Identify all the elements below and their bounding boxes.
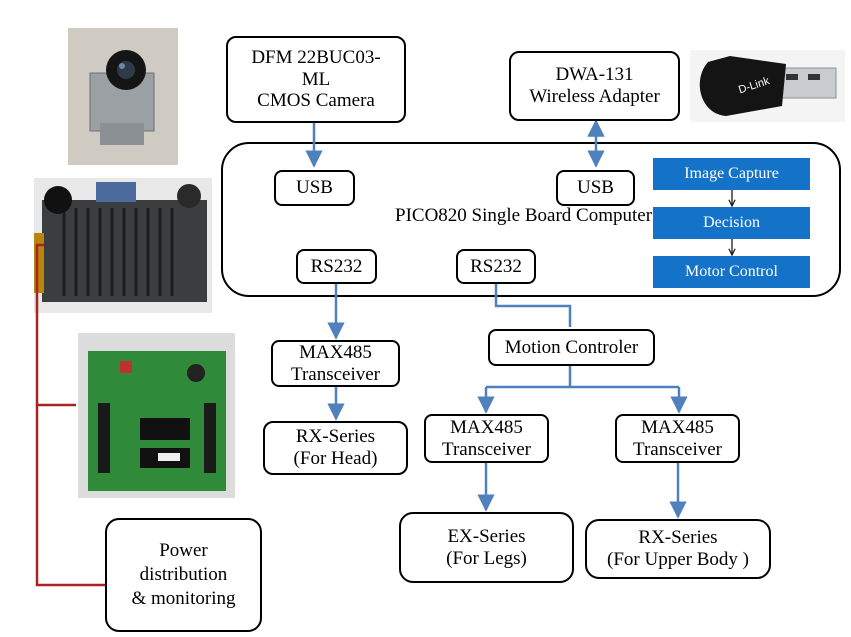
camera-box: DFM 22BUC03- ML CMOS Camera xyxy=(226,36,406,123)
rx-upper-body-box: RX-Series (For Upper Body ) xyxy=(585,519,771,579)
camera-photo xyxy=(68,28,178,165)
dongle-picture: D-Link xyxy=(690,50,845,122)
power-box: Power distribution & monitoring xyxy=(105,518,262,632)
sbc-board-label: PICO820 Single Board Computer xyxy=(395,205,653,226)
decision-block: Decision xyxy=(653,207,810,239)
ex-legs-box: EX-Series (For Legs) xyxy=(399,512,574,583)
rx-head-box: RX-Series (For Head) xyxy=(263,421,408,475)
sbc-photo xyxy=(34,178,212,313)
wifi-adapter-box: DWA-131 Wireless Adapter xyxy=(509,51,680,121)
power-trunk-line xyxy=(35,243,105,587)
motion-controller-box: Motion Controler xyxy=(488,329,655,366)
usb-right-box: USB xyxy=(556,170,635,206)
sbc-picture xyxy=(34,178,212,313)
image-capture-block: Image Capture xyxy=(653,158,810,190)
pcb-picture xyxy=(78,333,235,498)
motion-board-photo xyxy=(78,333,235,498)
motor-control-block: Motor Control xyxy=(653,256,810,288)
rs232-to-motion-line xyxy=(494,284,572,327)
rs232-left-box: RS232 xyxy=(296,249,377,284)
camera-picture xyxy=(68,28,178,165)
wifi-photo: D-Link xyxy=(690,50,845,122)
max485-legs-box: MAX485 Transceiver xyxy=(424,414,549,463)
max485-head-box: MAX485 Transceiver xyxy=(271,340,400,387)
usb-left-box: USB xyxy=(274,170,355,206)
rs232-right-box: RS232 xyxy=(456,249,536,284)
max485-body-box: MAX485 Transceiver xyxy=(615,414,740,463)
